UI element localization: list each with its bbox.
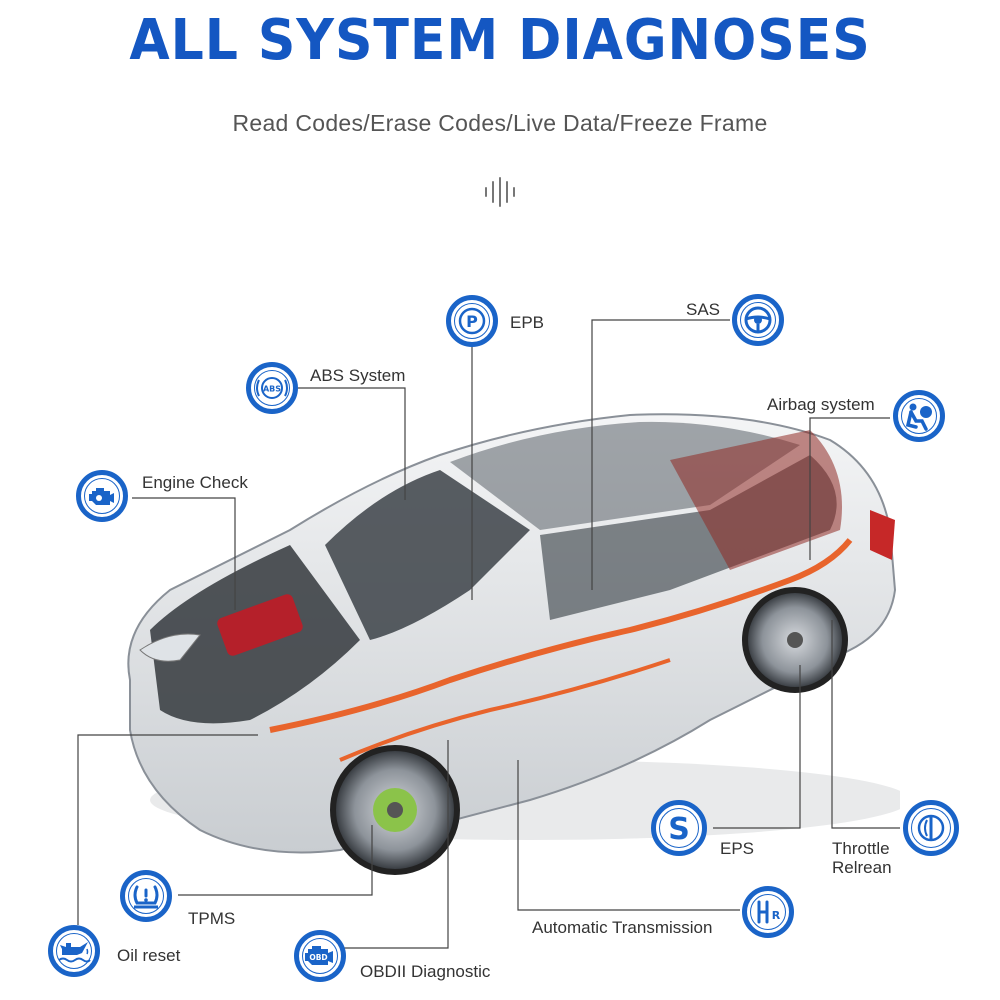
sound-wave-icon (485, 177, 515, 207)
throttle-badge (903, 800, 959, 856)
epb-label: EPB (510, 313, 545, 332)
throttle-icon (917, 814, 945, 842)
airbag-badge (893, 390, 945, 442)
sas-badge (732, 294, 784, 346)
obd-badge: OBD (294, 930, 346, 982)
svg-text:R: R (772, 909, 781, 922)
engine-badge (76, 470, 128, 522)
abs-icon: ABS (256, 377, 288, 399)
transmission-label: Automatic Transmission (532, 918, 713, 937)
engine-label: Engine Check (142, 473, 248, 492)
eps-icon: S (668, 812, 690, 845)
eps-badge: S (651, 800, 707, 856)
parking-brake-icon: P (458, 307, 486, 335)
oil-can-icon (58, 942, 91, 963)
page-title: ALL SYSTEM DIAGNOSES (129, 8, 871, 73)
obd-label: OBDII Diagnostic (360, 962, 491, 981)
eps-label: EPS (720, 839, 755, 858)
svg-text:ABS: ABS (263, 385, 281, 394)
sas-label: SAS (686, 300, 721, 319)
throttle-label-line2: Relrean (832, 858, 892, 877)
airbag-label: Airbag system (767, 395, 875, 414)
abs-label: ABS System (310, 366, 406, 385)
tpms-label: TPMS (188, 909, 236, 928)
svg-text:P: P (466, 312, 478, 331)
tpms-badge (120, 870, 172, 922)
throttle-label-line1: Throttle (832, 839, 890, 858)
svg-text:S: S (668, 812, 690, 845)
engine-icon (89, 488, 114, 505)
obd-icon: OBD (305, 946, 333, 965)
page-subtitle: Read Codes/Erase Codes/Live Data/Freeze … (232, 110, 768, 136)
airbag-icon (905, 403, 932, 431)
gearbox-icon: R (757, 900, 781, 924)
tpms-icon (133, 885, 159, 909)
car-illustration (127, 413, 900, 875)
svg-text:OBD: OBD (309, 953, 327, 962)
oil-label: Oil reset (117, 946, 181, 965)
oil-badge (48, 925, 100, 977)
epb-badge: P (446, 295, 498, 347)
steering-wheel-icon (744, 306, 772, 334)
abs-badge: ABS (246, 362, 298, 414)
transmission-badge: R (742, 886, 794, 938)
